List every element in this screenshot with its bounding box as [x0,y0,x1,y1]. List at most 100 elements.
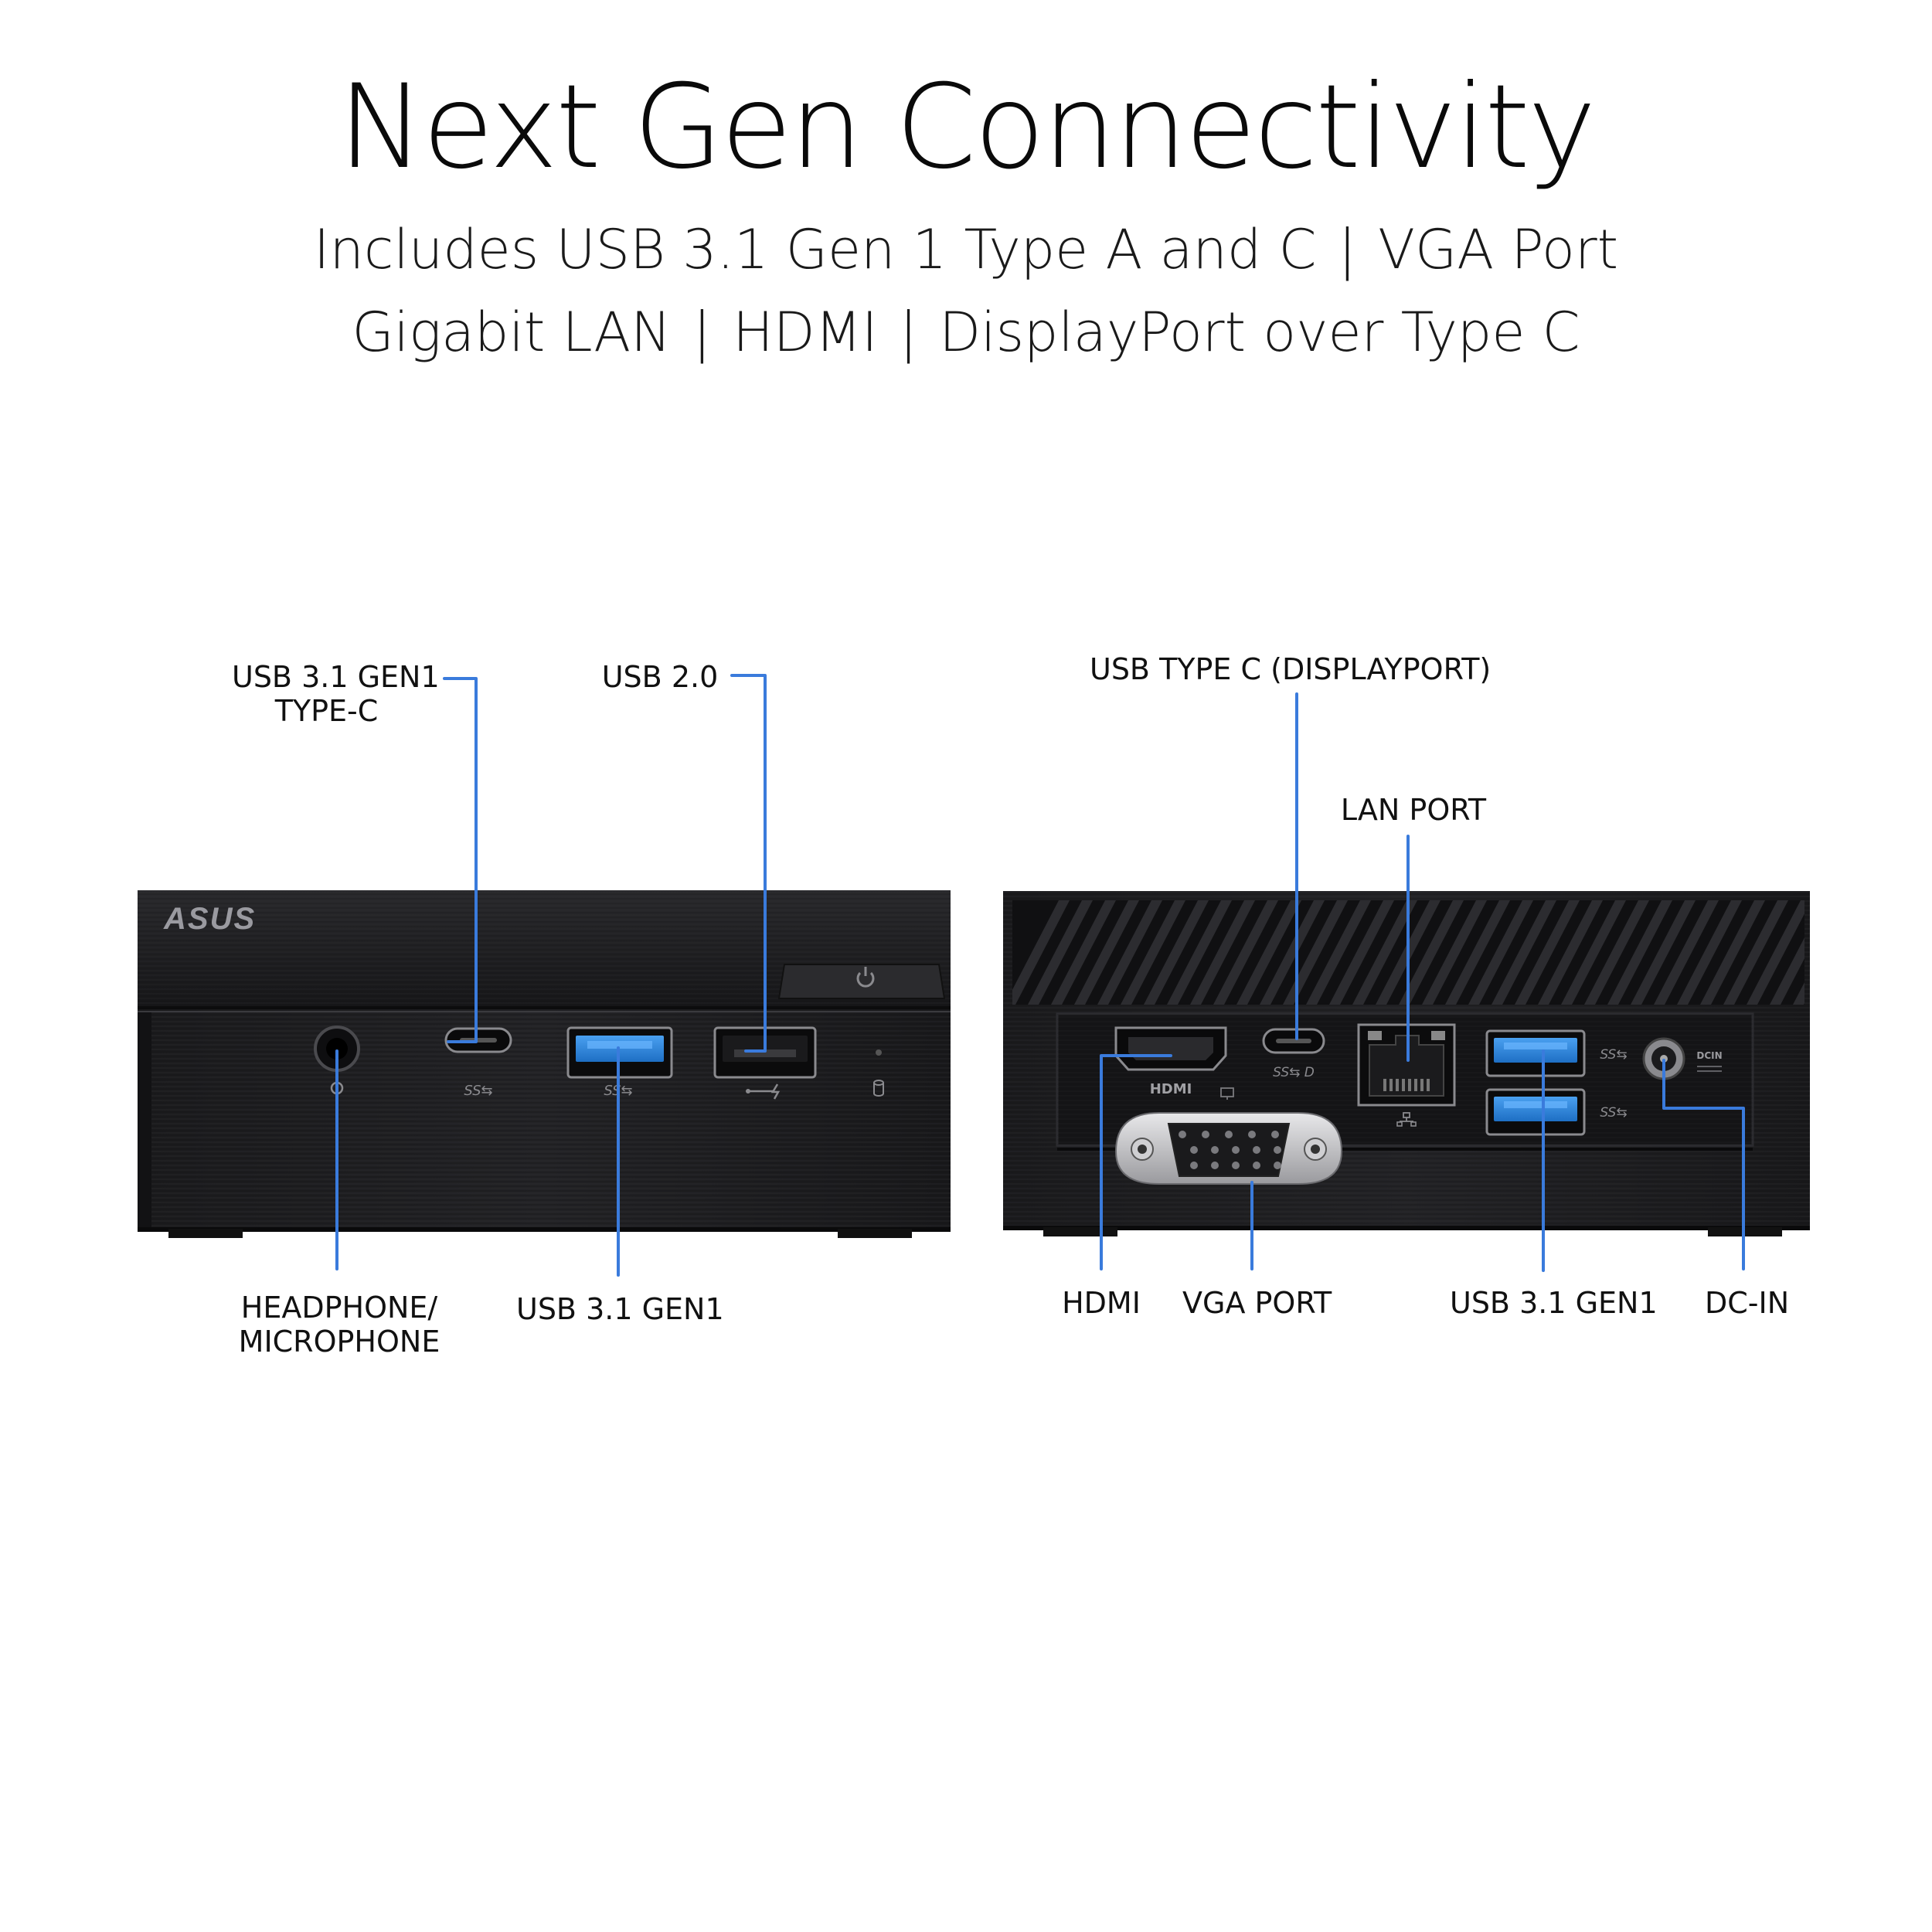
label-headphone-mic: HEADPHONE/ MICROPHONE [232,1291,447,1359]
vent-slat [1770,937,1804,1005]
vent-slat [1723,900,1788,1005]
subtitle-separator: | [692,301,712,364]
vga-pin [1190,1146,1198,1154]
lan-pin [1420,1079,1423,1091]
subtitle-vga: VGA Port [1378,218,1619,281]
vent-slat [1515,900,1580,1005]
superspeed-mark: SS⇆ [464,1083,492,1099]
vent-slat [1236,900,1301,1005]
vga-pin [1202,1131,1209,1138]
vent-slat [1538,900,1603,1005]
vent-slat [1074,900,1139,1005]
vga-pin [1271,1131,1279,1138]
label-hdmi: HDMI [1062,1286,1141,1320]
vent-slat [1584,900,1649,1005]
label-usb3-rear: USB 3.1 GEN1 [1450,1286,1658,1320]
callout-usb-c-front [443,677,478,1043]
vga-pin [1211,1146,1219,1154]
vent-slat [1352,900,1417,1005]
rear-unit: HDMI SS⇆ D [1003,891,1881,1236]
vga-pin [1253,1162,1260,1169]
vent-slat [1399,900,1464,1005]
vent-slat [1097,900,1162,1005]
vga-pin [1179,1131,1186,1138]
vent-slat [1793,982,1804,1005]
vent-slat [1306,900,1371,1005]
lan-pin [1402,1079,1405,1091]
vga-pin [1225,1131,1233,1138]
vga-pin [1274,1162,1281,1169]
vent-slat [1747,900,1804,1005]
label-usb3-front: USB 3.1 GEN1 [516,1292,724,1326]
vga-pin [1211,1162,1219,1169]
vent-slat [1631,900,1696,1005]
vent-slat [1445,900,1510,1005]
vent-slat [1607,900,1672,1005]
subtitle-line-1: Includes USB 3.1 Gen 1 Type A and C|VGA … [0,223,1932,277]
vent-slat [1561,900,1626,1005]
front-unit: ASUS SS⇆ SS⇆ [138,890,951,1238]
subtitle-hdmi: HDMI [733,301,878,364]
subtitle-line-2: Gigabit LAN|HDMI|DisplayPort over Type C [0,305,1932,359]
vga-pin [1274,1146,1281,1154]
superspeed-dp-mark: SS⇆ D [1273,1065,1315,1080]
front-usb-c-port: SS⇆ [444,1027,512,1099]
label-vga-port: VGA PORT [1182,1286,1332,1320]
vent-slat [1190,900,1255,1005]
vent-slat [1051,900,1116,1005]
label-line: MICROPHONE [238,1325,440,1359]
vent-slat [1028,900,1093,1005]
page-title: Next Gen Connectivity [338,60,1596,195]
vga-pin [1232,1146,1240,1154]
subtitle-separator: | [899,301,918,364]
label-line: HEADPHONE/ [240,1291,438,1325]
network-icon [1396,1112,1417,1127]
vent-slat [1144,900,1209,1005]
callout-hdmi [1100,1054,1172,1270]
dcin-mark: DCIN [1696,1050,1722,1061]
lan-pin [1408,1079,1411,1091]
callout-usb2-front [730,674,767,1053]
vent-slat [1213,900,1278,1005]
lan-pin [1396,1079,1399,1091]
drive-icon [873,1080,884,1097]
status-led [876,1049,882,1056]
power-icon [856,967,875,988]
vga-port [1114,1112,1343,1185]
vent-slat [1677,900,1742,1005]
subtitle-lan: Gigabit LAN [352,301,672,364]
vent-slat [1260,900,1325,1005]
vent-slat [1121,900,1185,1005]
label-line: USB 3.1 GEN1 [232,660,440,694]
usb-charge-icon [746,1083,781,1100]
lan-pin [1427,1079,1430,1091]
vent-grille [1012,900,1881,1005]
monitor-icon [1220,1087,1234,1100]
superspeed-mark: SS⇆ [1600,1047,1627,1063]
vent-slat [1329,900,1394,1005]
rear-usb-c-port: SS⇆ D [1262,1028,1325,1080]
label-line: TYPE-C [274,694,379,728]
subtitle-separator: | [1338,218,1357,281]
vga-pin [1248,1131,1256,1138]
vga-pin [1232,1162,1240,1169]
label-dc-in: DC-IN [1705,1286,1790,1320]
rear-usb-a-3-port-top: SS⇆ [1485,1029,1628,1077]
callout-dcin [1662,1059,1745,1270]
lan-pin [1389,1079,1393,1091]
superspeed-mark: SS⇆ [1600,1105,1627,1121]
vent-slat [1422,900,1487,1005]
lan-pin [1414,1079,1417,1091]
label-lan-port: LAN PORT [1340,793,1487,827]
vent-slat [1816,900,1881,1005]
vent-slat [1468,900,1533,1005]
vent-slat [1654,900,1719,1005]
label-usb-c-displayport: USB TYPE C (DISPLAYPORT) [1090,652,1492,686]
lan-pin [1383,1079,1386,1091]
asus-logo: ASUS [163,902,256,936]
vga-pin [1253,1146,1260,1154]
hdmi-logo: HDMI [1150,1081,1192,1097]
vga-pin [1190,1162,1198,1169]
callout-lines [335,674,1745,1277]
vent-slat [1700,900,1765,1005]
